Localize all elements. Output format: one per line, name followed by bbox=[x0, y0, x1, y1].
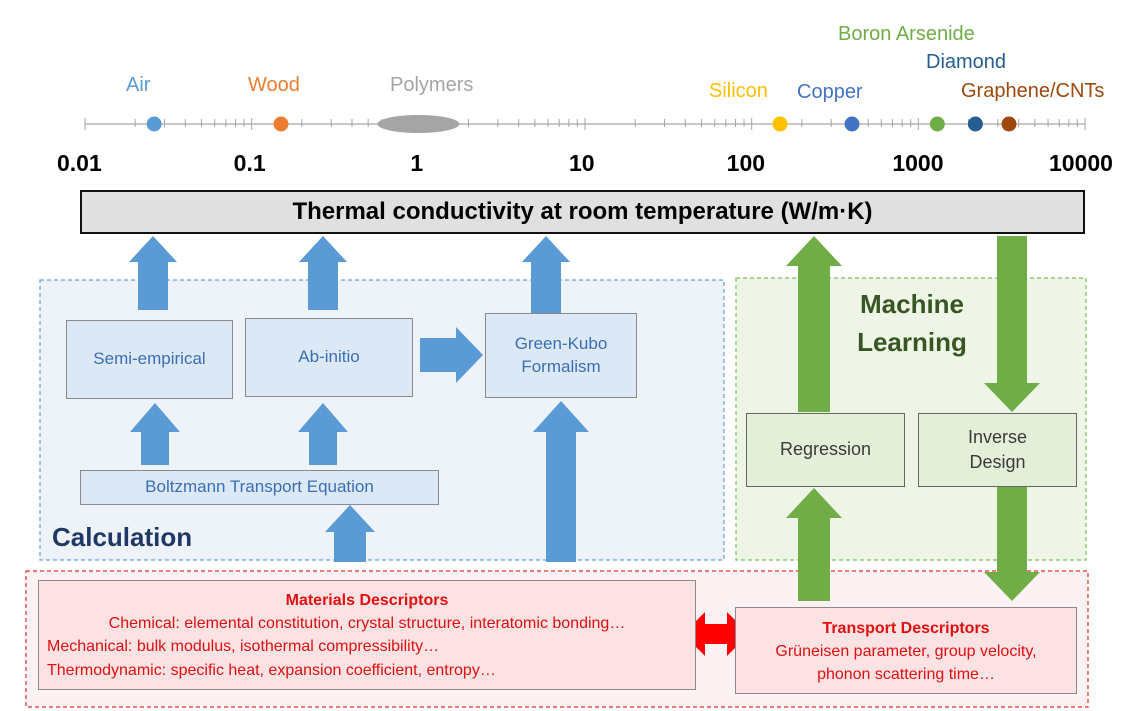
machine-learning-label: Machine Learning bbox=[842, 286, 982, 361]
axis-tick-label: 100 bbox=[726, 150, 766, 176]
label-diamond: Diamond bbox=[926, 51, 1007, 73]
arrow-descriptors-to-green-kubo bbox=[533, 401, 589, 562]
axis-tick-label: 1 bbox=[410, 150, 424, 176]
marker-air bbox=[146, 116, 162, 132]
green-kubo-label-line2: Formalism bbox=[521, 356, 601, 376]
label-polymers: Polymers bbox=[390, 74, 474, 96]
axis-tick-label: 0.1 bbox=[233, 150, 266, 176]
marker-copper bbox=[844, 116, 860, 132]
arrow-regression-to-banner bbox=[786, 236, 842, 412]
arrow-semi-empirical-to-banner bbox=[129, 236, 177, 310]
marker-diamond bbox=[967, 116, 983, 132]
transport-descriptors-box: Transport Descriptors Grüneisen paramete… bbox=[735, 607, 1077, 694]
arrow-banner-to-inverse-design bbox=[984, 236, 1040, 412]
axis-tick-label: 0.01 bbox=[57, 150, 102, 176]
thermal-conductivity-banner: Thermal conductivity at room temperature… bbox=[80, 190, 1085, 234]
arrow-green-kubo-to-banner bbox=[522, 236, 570, 313]
transport-descriptors-line2: phonon scattering time… bbox=[817, 666, 995, 684]
green-kubo-box: Green-Kubo Formalism bbox=[485, 313, 637, 398]
axis-tick-label: 1000 bbox=[892, 150, 944, 176]
inverse-design-line1: Inverse bbox=[967, 426, 1028, 447]
marker-silicon bbox=[772, 116, 788, 132]
label-air: Air bbox=[126, 74, 151, 96]
materials-descriptors-box: Materials Descriptors Chemical: elementa… bbox=[38, 580, 696, 690]
double-arrow-descriptors bbox=[683, 612, 749, 656]
semi-empirical-box: Semi-empirical bbox=[66, 320, 233, 399]
marker-graphene-cnts bbox=[1001, 116, 1017, 132]
marker-boron-arsenide bbox=[929, 116, 945, 132]
label-graphene-cnts: Graphene/CNTs bbox=[961, 80, 1105, 102]
log-scale-axis bbox=[84, 115, 1086, 133]
arrow-descriptors-to-bte bbox=[325, 505, 375, 562]
materials-descriptors-line3: Thermodynamic: specific heat, expansion … bbox=[47, 661, 496, 679]
arrow-bte-to-semi-empirical bbox=[130, 403, 180, 465]
banner-title: Thermal conductivity at room temperature… bbox=[292, 198, 873, 225]
bte-label: Boltzmann Transport Equation bbox=[145, 477, 374, 497]
label-boron-arsenide: Boron Arsenide bbox=[838, 23, 975, 45]
green-kubo-label-line1: Green-Kubo bbox=[514, 333, 608, 353]
semi-empirical-label: Semi-empirical bbox=[93, 349, 206, 369]
axis-tick-label: 10 bbox=[569, 150, 595, 176]
arrow-bte-to-ab-initio bbox=[298, 403, 348, 465]
arrow-ab-initio-to-banner bbox=[299, 236, 347, 310]
materials-descriptors-title: Materials Descriptors bbox=[285, 592, 449, 609]
calculation-label: Calculation bbox=[52, 522, 193, 552]
axis-tick-label: 10000 bbox=[1049, 150, 1113, 176]
ab-initio-box: Ab-initio bbox=[245, 318, 413, 397]
label-copper: Copper bbox=[797, 81, 863, 103]
label-wood: Wood bbox=[248, 74, 300, 96]
inverse-design-box: Inverse Design bbox=[918, 413, 1077, 487]
arrow-inverse-design-to-transport bbox=[984, 487, 1040, 601]
bte-box: Boltzmann Transport Equation bbox=[80, 470, 439, 505]
marker-wood bbox=[273, 116, 289, 132]
inverse-design-line2: Design bbox=[969, 452, 1026, 472]
materials-descriptors-line2: Mechanical: bulk modulus, isothermal com… bbox=[47, 638, 440, 656]
transport-descriptors-line1: Grüneisen parameter, group velocity, bbox=[775, 643, 1037, 661]
ab-initio-label: Ab-initio bbox=[298, 347, 360, 367]
materials-descriptors-line1: Chemical: elemental constitution, crysta… bbox=[108, 615, 626, 633]
regression-label: Regression bbox=[779, 439, 872, 460]
arrow-ab-initio-to-green-kubo bbox=[420, 327, 483, 383]
transport-descriptors-title: Transport Descriptors bbox=[822, 620, 990, 637]
ml-label-line1: Machine bbox=[859, 289, 965, 319]
marker-polymers bbox=[377, 115, 460, 133]
arrow-transport-to-regression bbox=[786, 488, 842, 601]
label-silicon: Silicon bbox=[709, 80, 768, 102]
regression-box: Regression bbox=[746, 413, 905, 487]
ml-label-line2: Learning bbox=[857, 326, 967, 357]
